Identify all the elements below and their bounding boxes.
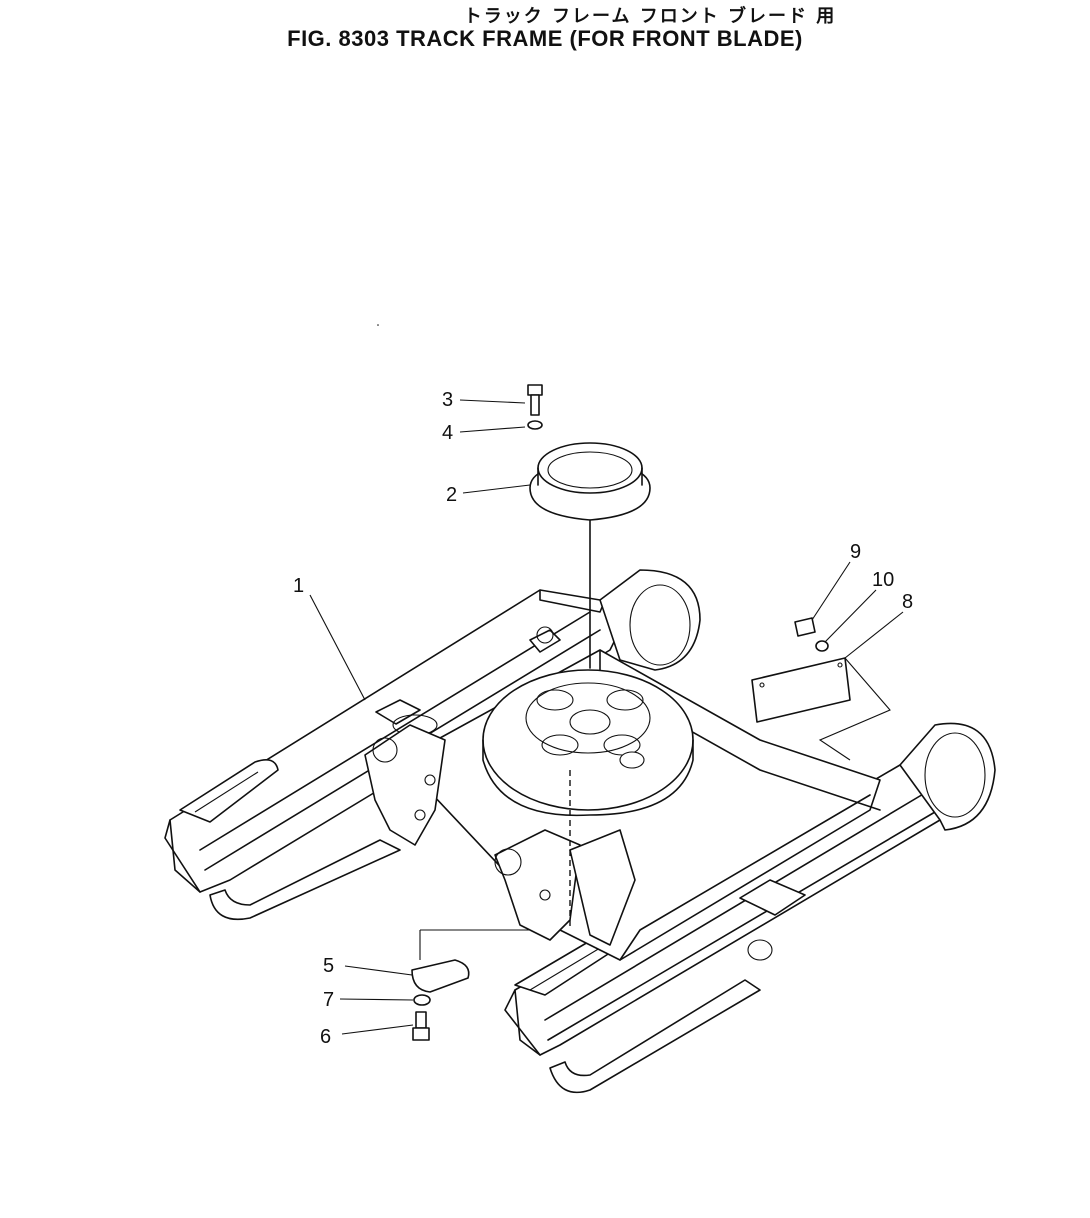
lower-cover-part (411, 770, 571, 1041)
title-japanese: トラック フレーム フロント ブレード 用 (463, 6, 837, 27)
right-side-frame (504, 722, 996, 1094)
leader-lines (309, 399, 904, 1035)
callout-7: 7 (323, 989, 334, 1011)
callout-10: 10 (872, 569, 894, 591)
swing-circle-mount (482, 669, 694, 817)
callout-1: 1 (293, 575, 304, 597)
callout-4: 4 (442, 422, 453, 444)
callout-3: 3 (442, 389, 453, 411)
bolt-and-washer (527, 384, 543, 430)
callout-6: 6 (320, 1026, 331, 1048)
cover-plate-part (751, 617, 891, 761)
callout-8: 8 (902, 591, 913, 613)
figure-title: FIG. 8303 TRACK FRAME (FOR FRONT BLADE) (287, 26, 803, 51)
callout-5: 5 (323, 955, 334, 977)
callout-2: 2 (446, 484, 457, 506)
bearing-ring-part (529, 442, 651, 669)
callout-9: 9 (850, 541, 861, 563)
